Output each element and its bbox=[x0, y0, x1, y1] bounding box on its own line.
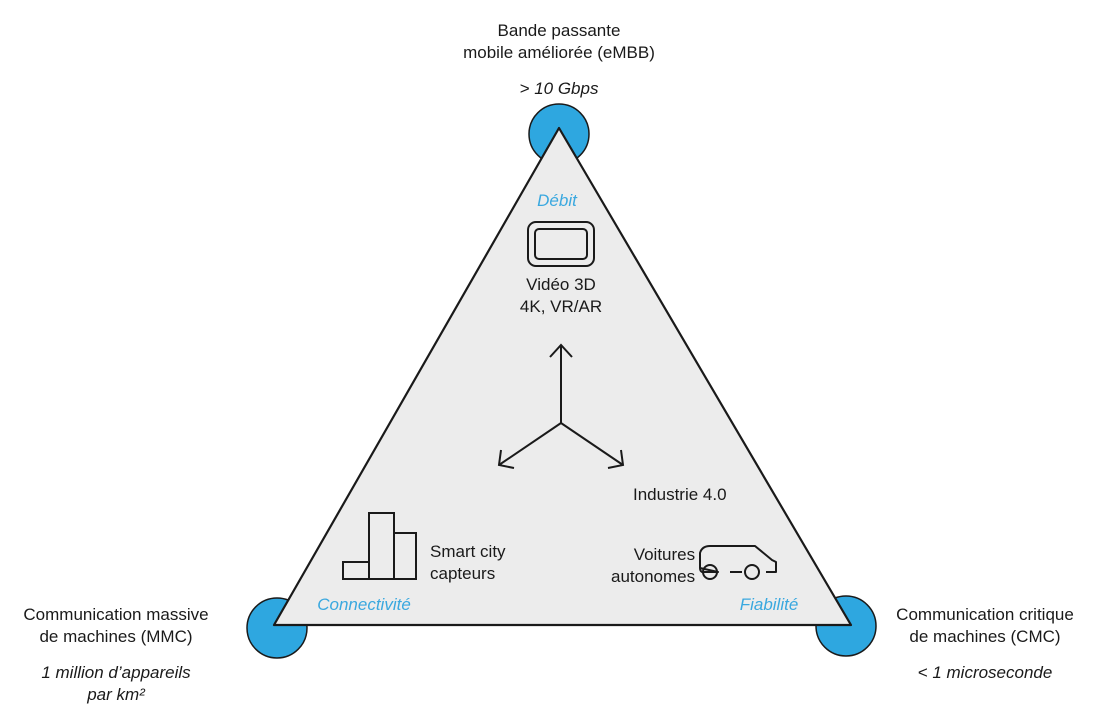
arrow-up-head bbox=[549, 343, 573, 358]
right-title-line2: de machines (CMC) bbox=[909, 627, 1061, 646]
cars-line1: Voitures bbox=[633, 545, 696, 564]
top-title-line2: mobile améliorée (eMBB) bbox=[463, 43, 655, 62]
video-label-line1: Vidéo 3D bbox=[526, 275, 596, 294]
tri-arrows bbox=[497, 343, 625, 469]
video-label-line2: 4K, VR/AR bbox=[519, 297, 603, 316]
car-icon bbox=[699, 545, 777, 580]
smart-city-line2: capteurs bbox=[430, 564, 496, 583]
cars-label: Voitures autonomes bbox=[611, 544, 695, 588]
smart-city-label: Smart city capteurs bbox=[430, 541, 506, 585]
industry-label: Industrie 4.0 bbox=[633, 485, 727, 504]
right-title: Communication critique de machines (CMC) bbox=[896, 604, 1074, 648]
right-title-line1: Communication critique bbox=[896, 605, 1074, 624]
left-title: Communication massive de machines (MMC) bbox=[23, 604, 208, 648]
main-triangle bbox=[272, 126, 853, 627]
left-metric-line2: par km² bbox=[87, 685, 145, 704]
left-metric: 1 million d’appareils par km² bbox=[41, 662, 190, 704]
left-title-line2: de machines (MMC) bbox=[39, 627, 193, 646]
right-metric: < 1 microseconde bbox=[917, 663, 1053, 682]
arrow-right-shaft bbox=[560, 422, 624, 466]
axis-label-right: Fiabilité bbox=[739, 595, 799, 614]
top-metric: > 10 Gbps bbox=[519, 79, 599, 98]
axis-label-left: Connectivité bbox=[317, 595, 411, 614]
video-label: Vidéo 3D 4K, VR/AR bbox=[520, 274, 602, 318]
arrow-left-shaft bbox=[498, 422, 562, 466]
top-title: Bande passante mobile améliorée (eMBB) bbox=[463, 20, 655, 64]
arrow-right-head bbox=[607, 449, 625, 469]
smart-city-line1: Smart city bbox=[430, 542, 506, 561]
arrow-left-head bbox=[497, 449, 515, 469]
buildings-icon bbox=[342, 512, 417, 580]
left-title-line1: Communication massive bbox=[23, 605, 209, 624]
top-title-line1: Bande passante bbox=[497, 21, 621, 40]
tablet-icon bbox=[527, 221, 595, 267]
axis-label-top: Débit bbox=[537, 191, 577, 210]
cars-line2: autonomes bbox=[611, 567, 696, 586]
left-metric-line1: 1 million d’appareils bbox=[41, 663, 191, 682]
